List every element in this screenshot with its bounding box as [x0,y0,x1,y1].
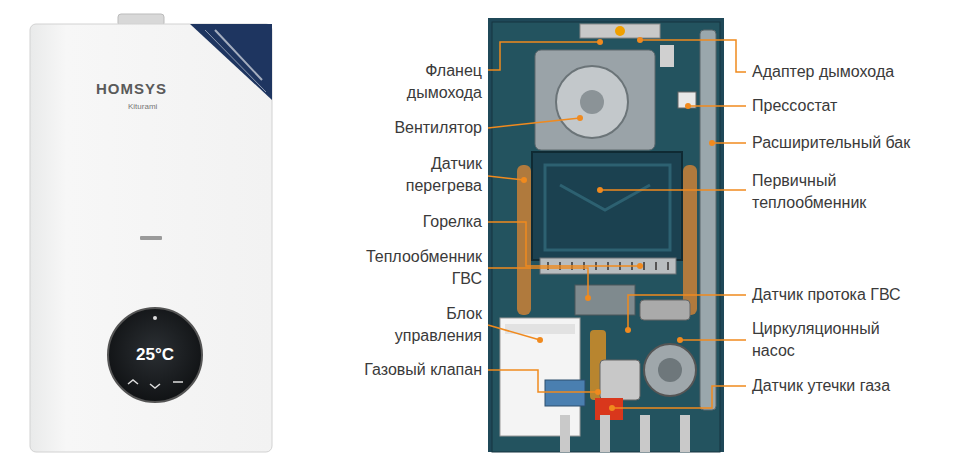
part-label: Датчик утечки газа [752,375,890,397]
part-label: Первичный теплообменник [752,170,902,214]
part-label: Адаптер дымохода [752,61,894,83]
part-label: Блок управления [382,303,482,347]
part-label: Циркуляционный насос [752,318,902,362]
part-label: Газовый клапан [364,359,482,381]
part-label: Фланец дымохода [392,60,482,104]
display-reading: 25°C [136,345,174,365]
part-label: Расширительный бак [752,132,910,154]
part-label: Датчик протока ГВС [752,284,901,306]
brand-logo: Kiturami [128,102,157,111]
part-label: Датчик перегрева [392,153,482,197]
part-label: Вентилятор [394,117,482,139]
part-label: Горелка [423,211,482,233]
brand-logo: HOMSYS [96,80,167,97]
part-label: Прессостат [752,95,837,117]
part-label: Теплообменник ГВС [352,246,482,290]
